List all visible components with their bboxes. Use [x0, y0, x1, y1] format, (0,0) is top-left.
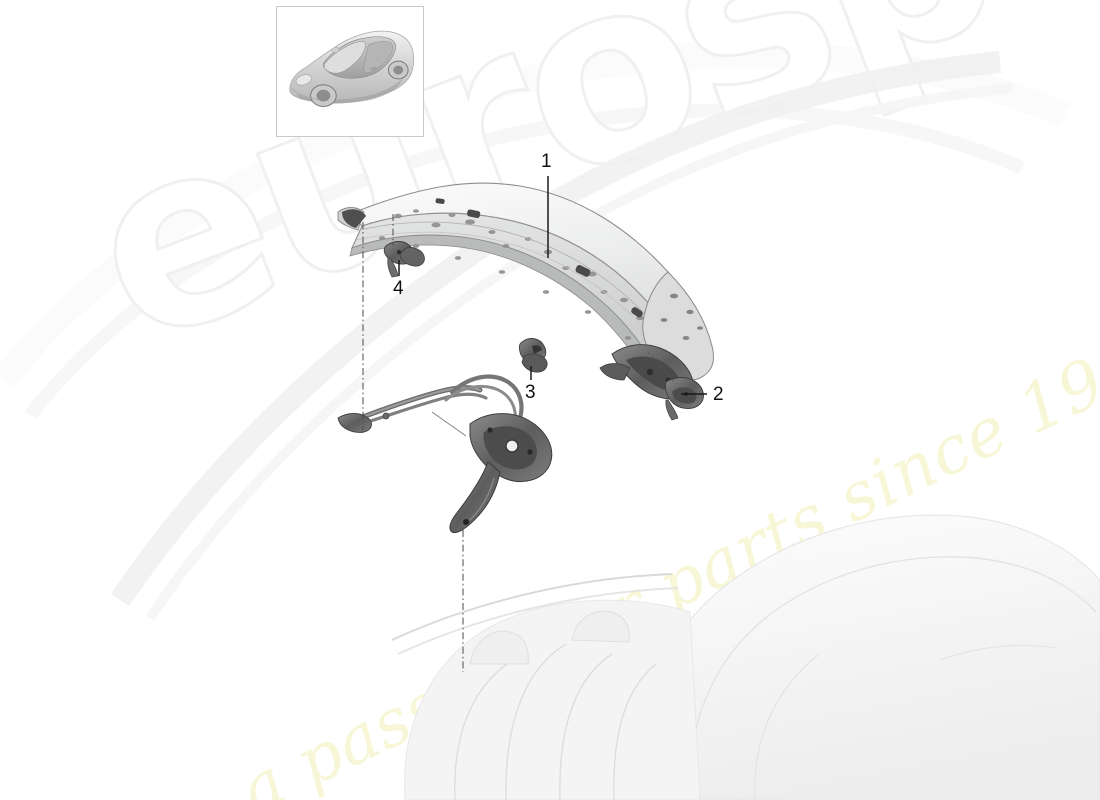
callout-number-1[interactable]: 1	[541, 151, 552, 172]
callout-number-2[interactable]: 2	[713, 384, 724, 405]
callout-leader-lines	[398, 176, 707, 395]
callout-number-4[interactable]: 4	[393, 278, 404, 299]
ghost-vehicle-body	[391, 514, 1100, 800]
assembly-reference-lines	[647, 351, 677, 385]
part-4-bracket-left[interactable]	[383, 241, 425, 278]
vehicle-thumbnail-image	[289, 30, 415, 107]
part-2-latch-hook[interactable]	[665, 377, 704, 421]
callout-number-3[interactable]: 3	[525, 382, 536, 403]
centre-alignment-lines	[362, 214, 464, 672]
part-3-bracket-centre[interactable]	[518, 338, 548, 373]
vehicle-thumbnail[interactable]	[276, 6, 424, 137]
assembly-line-part2	[647, 351, 677, 385]
roof-drive-linkage-assembly[interactable]	[337, 374, 553, 534]
